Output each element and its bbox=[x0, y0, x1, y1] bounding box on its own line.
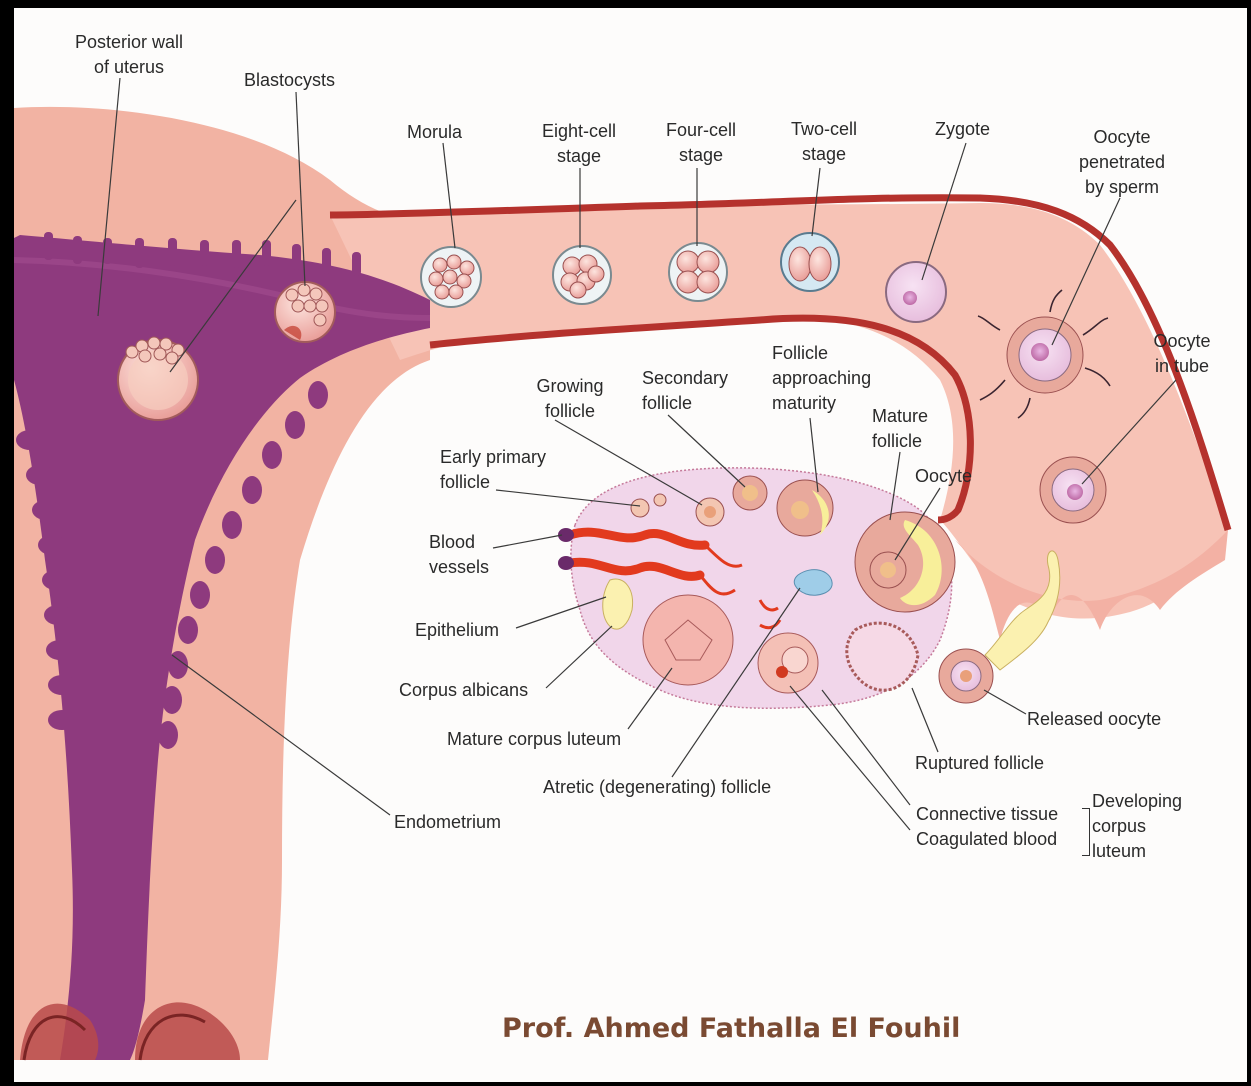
label-mature-corpus-luteum: Mature corpus luteum bbox=[447, 727, 621, 752]
label-morula: Morula bbox=[407, 120, 462, 145]
label-coagulated-blood: Coagulated blood bbox=[916, 827, 1057, 852]
label-secondary-follicle: Secondary follicle bbox=[642, 366, 728, 416]
label-released-oocyte: Released oocyte bbox=[1027, 707, 1161, 732]
label-eight-cell: Eight-cell stage bbox=[529, 119, 629, 169]
label-four-cell: Four-cell stage bbox=[651, 118, 751, 168]
blastocyst-small bbox=[275, 282, 335, 342]
label-blood-vessels: Blood vessels bbox=[429, 530, 489, 580]
label-ruptured-follicle: Ruptured follicle bbox=[915, 751, 1044, 776]
four-cell-embryo bbox=[669, 243, 727, 301]
label-corpus-albicans: Corpus albicans bbox=[399, 678, 528, 703]
morula bbox=[421, 247, 481, 307]
bracket bbox=[1082, 808, 1090, 856]
label-oocyte-penetrated: Oocyte penetrated by sperm bbox=[1062, 125, 1182, 200]
two-cell-embryo bbox=[781, 233, 839, 291]
label-two-cell: Two-cell stage bbox=[774, 117, 874, 167]
zygote bbox=[886, 262, 946, 322]
label-oocyte-in-tube: Oocyte in tube bbox=[1142, 329, 1222, 379]
label-developing-corpus-luteum: Developing corpus luteum bbox=[1092, 789, 1182, 864]
eight-cell-embryo bbox=[553, 246, 611, 304]
oocyte-in-tube bbox=[1040, 457, 1106, 523]
label-endometrium: Endometrium bbox=[394, 810, 501, 835]
label-oocyte: Oocyte bbox=[915, 464, 972, 489]
label-follicle-approaching: Follicle approaching maturity bbox=[772, 341, 871, 416]
label-zygote: Zygote bbox=[935, 117, 990, 142]
label-epithelium: Epithelium bbox=[415, 618, 499, 643]
label-posterior-wall: Posterior wall of uterus bbox=[54, 30, 204, 80]
diagram-canvas: Posterior wall of uterus Blastocysts Mor… bbox=[14, 8, 1247, 1082]
label-mature-follicle: Mature follicle bbox=[872, 404, 928, 454]
label-early-primary: Early primary follicle bbox=[440, 445, 546, 495]
label-atretic-follicle: Atretic (degenerating) follicle bbox=[543, 775, 771, 800]
label-blastocysts: Blastocysts bbox=[244, 68, 335, 93]
label-connective-tissue: Connective tissue bbox=[916, 802, 1058, 827]
author-credit: Prof. Ahmed Fathalla El Fouhil bbox=[502, 1013, 960, 1044]
label-growing-follicle: Growing follicle bbox=[522, 374, 618, 424]
